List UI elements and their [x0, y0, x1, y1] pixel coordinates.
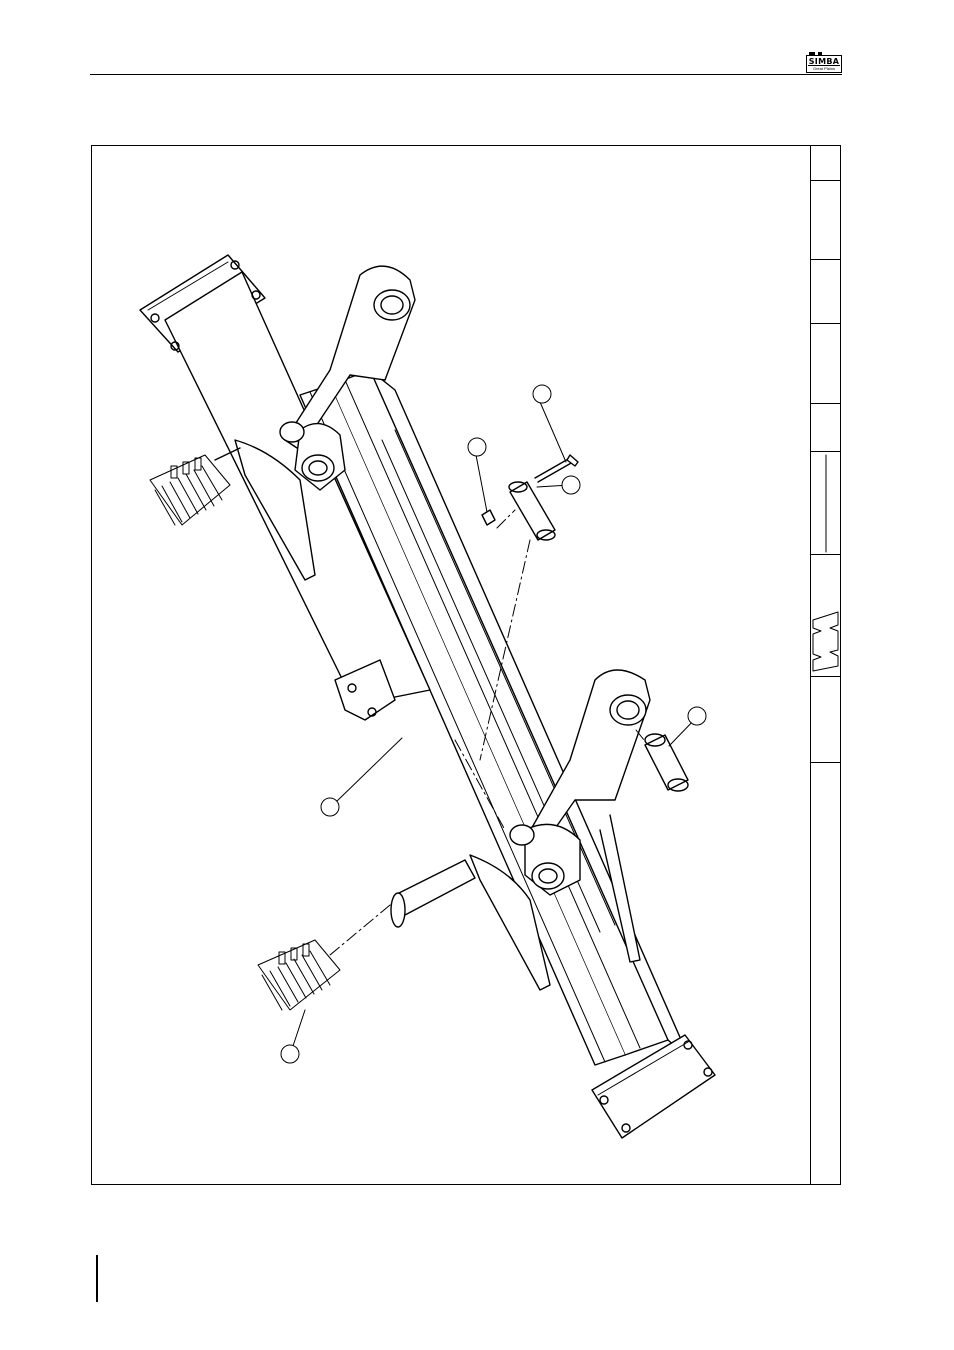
lock-nut — [482, 510, 495, 525]
coupler-block-top — [150, 455, 230, 525]
footer-margin-bar — [96, 1255, 98, 1302]
castle-symbol-icon — [813, 612, 838, 671]
coupler-shaft — [391, 860, 475, 927]
coupler-block-bottom — [258, 940, 340, 1010]
pivot-pin-bottom — [645, 734, 688, 791]
pivot-pin-top — [509, 482, 555, 540]
